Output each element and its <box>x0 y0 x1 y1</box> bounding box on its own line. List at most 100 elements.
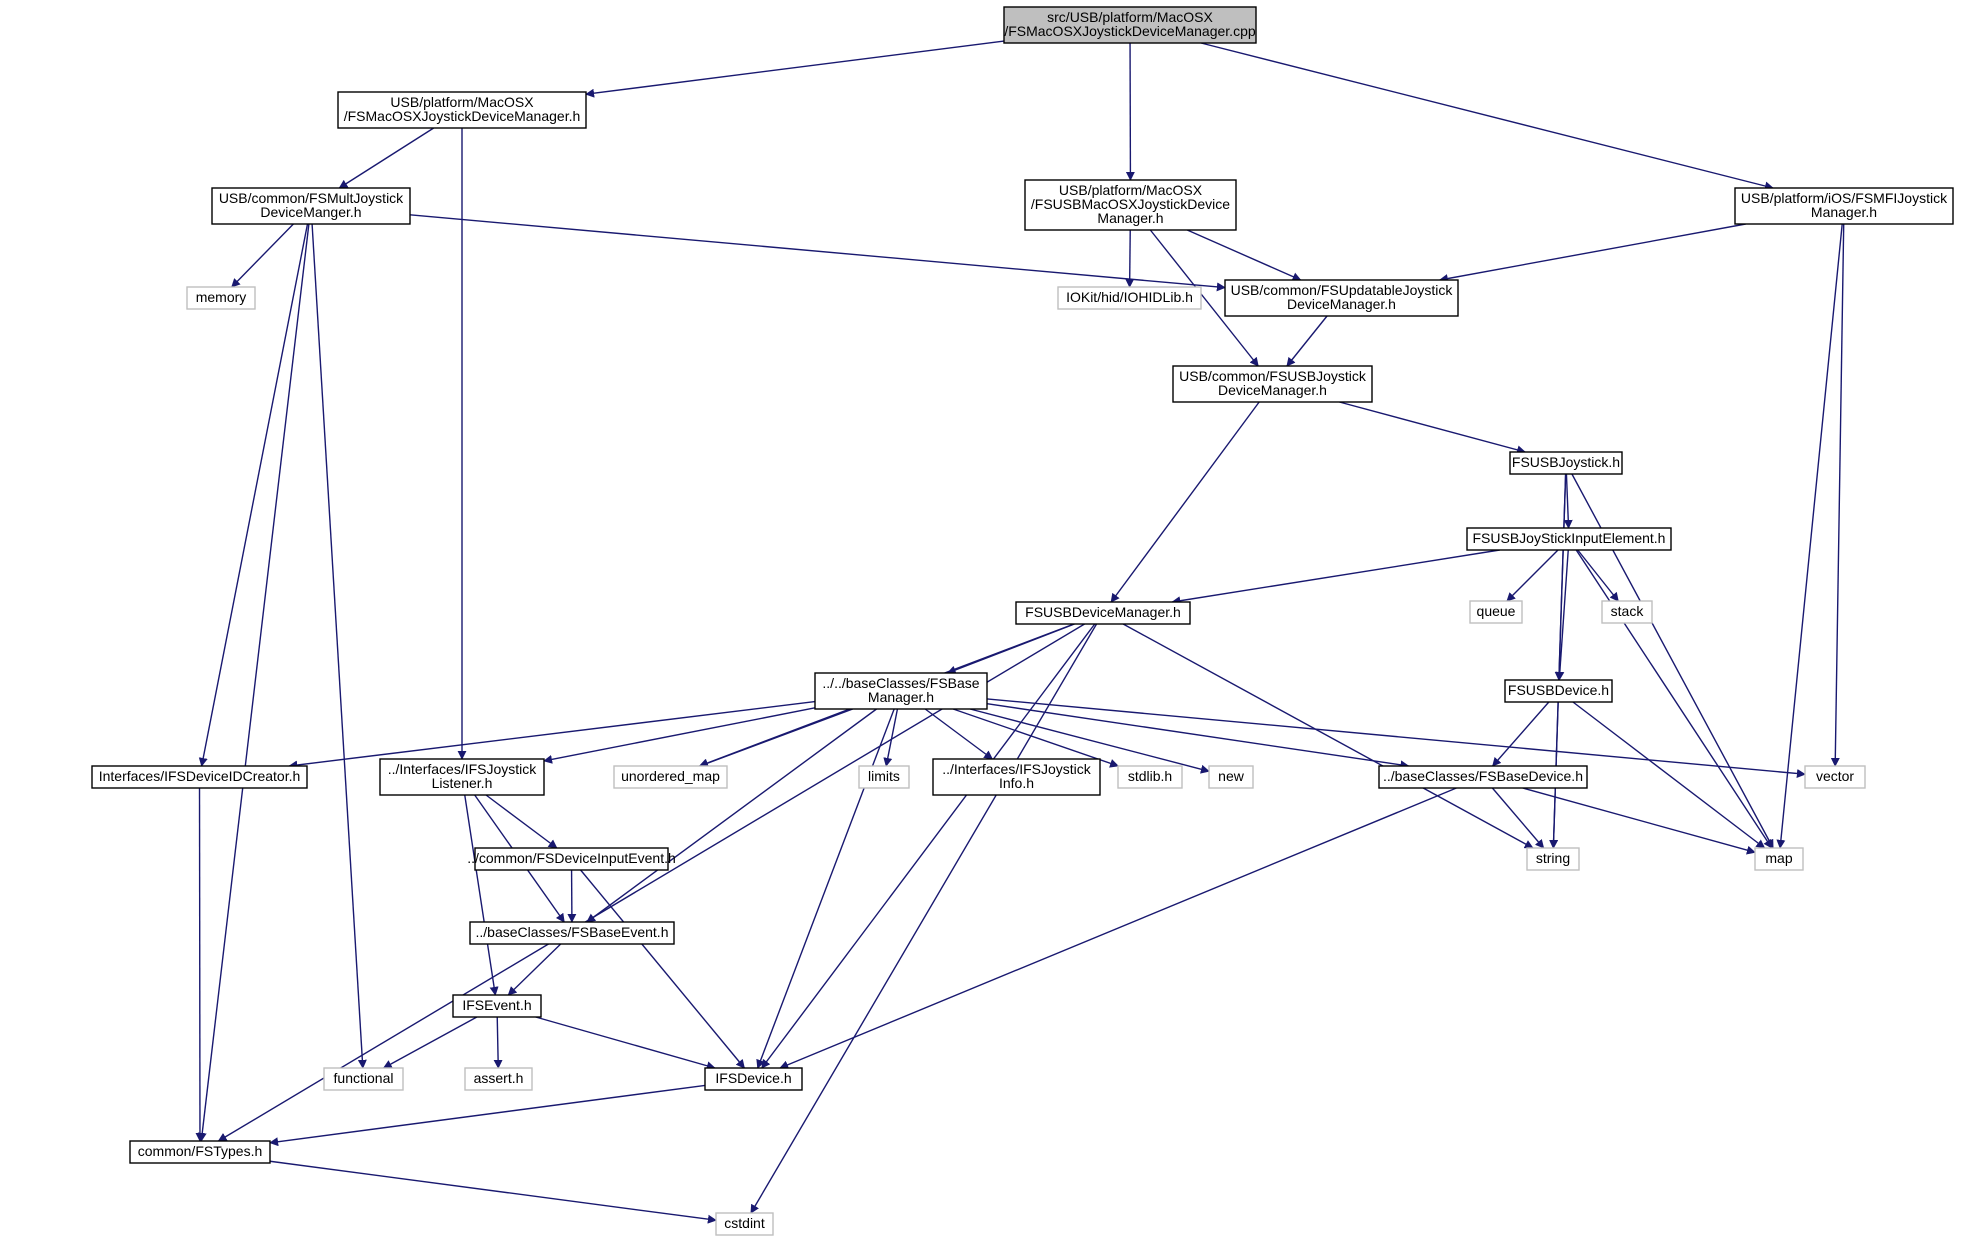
node-box <box>1003 6 1257 44</box>
node-label: ../baseClasses/FSBaseEvent.h <box>476 924 669 940</box>
node-ifs-event[interactable]: IFSEvent.h <box>452 994 542 1018</box>
node-input-element[interactable]: FSUSBJoyStickInputElement.h <box>1466 527 1672 551</box>
edge-macosx_mgr_h-to-mult_mgr <box>338 127 435 189</box>
node-label: limits <box>868 768 900 784</box>
node-box <box>1734 187 1954 225</box>
edge-usb_joystick-to-input_element <box>1563 473 1573 529</box>
node-limits: limits <box>858 765 910 789</box>
edge-input_event-to-ifs_device <box>580 869 745 1069</box>
node-box <box>1224 279 1459 317</box>
node-label: Manager.h <box>1097 210 1163 226</box>
node-box <box>814 672 988 710</box>
edge-ifs_event-to-ifs_device <box>535 1016 716 1071</box>
node-label: Listener.h <box>432 775 493 791</box>
node-label: Interfaces/IFSDeviceIDCreator.h <box>99 768 301 784</box>
edge-base_mgr-to-base_event <box>586 708 877 923</box>
node-label: FSUSBDevice.h <box>1508 682 1609 698</box>
edge-base_mgr-to-unordered_map <box>699 708 854 768</box>
node-vector: vector <box>1804 765 1866 789</box>
node-fs-types[interactable]: common/FSTypes.h <box>129 1140 271 1164</box>
node-id-creator[interactable]: Interfaces/IFSDeviceIDCreator.h <box>91 765 308 789</box>
node-label: USB/platform/iOS/FSMFIJoystick <box>1741 190 1948 206</box>
node-label: FSUSBJoystick.h <box>1512 454 1620 470</box>
edge-base_mgr-to-new <box>969 708 1210 774</box>
file-nodes: src/USB/platform/MacOSX/FSMacOSXJoystick… <box>91 6 1954 1236</box>
node-box <box>704 1067 803 1091</box>
edge-mult_mgr-to-memory <box>231 223 294 288</box>
node-box <box>1526 847 1580 871</box>
node-label: USB/common/FSMultJoystick <box>219 190 404 206</box>
edge-root-to-mfi_mgr <box>1200 42 1774 191</box>
node-box <box>474 847 669 871</box>
node-usb-device[interactable]: FSUSBDevice.h <box>1504 679 1613 703</box>
node-box <box>337 91 587 129</box>
edge-mult_mgr-to-fs_types <box>197 223 310 1142</box>
node-base-event[interactable]: ../baseClasses/FSBaseEvent.h <box>469 921 675 945</box>
node-assert: assert.h <box>464 1067 533 1091</box>
edge-mult_mgr-to-updatable <box>409 214 1226 292</box>
node-new: new <box>1208 765 1254 789</box>
edge-joy_listener-to-input_event <box>485 794 558 849</box>
node-box <box>1378 765 1588 789</box>
edge-usb_dev_mgr-to-cstdint <box>750 623 1098 1214</box>
node-stack: stack <box>1601 600 1653 624</box>
edge-joy_listener-to-ifs_event <box>464 794 499 996</box>
node-label: USB/common/FSUpdatableJoystick <box>1231 282 1454 298</box>
node-label: functional <box>334 1070 394 1086</box>
node-label: IFSEvent.h <box>462 997 531 1013</box>
node-box <box>1057 286 1202 310</box>
node-updatable[interactable]: USB/common/FSUpdatableJoystickDeviceMana… <box>1224 279 1459 317</box>
edge-input_element-to-usb_device <box>1555 549 1569 681</box>
node-box <box>613 765 728 789</box>
edge-usb_dev_mgr-to-fs_types <box>217 623 1085 1142</box>
node-label: unordered_map <box>621 768 720 784</box>
node-box <box>1601 600 1653 624</box>
node-box <box>323 1067 404 1091</box>
edge-base_mgr-to-limits <box>883 708 899 767</box>
node-label: USB/platform/MacOSX <box>1059 182 1203 198</box>
node-base-device[interactable]: ../baseClasses/FSBaseDevice.h <box>1378 765 1588 789</box>
node-box <box>379 758 545 796</box>
edge-usb_device-to-map <box>1572 701 1766 849</box>
node-root[interactable]: src/USB/platform/MacOSX/FSMacOSXJoystick… <box>1003 6 1257 44</box>
edge-input_element-to-usb_dev_mgr <box>1171 549 1500 606</box>
node-usb-joystick[interactable]: FSUSBJoystick.h <box>1509 451 1623 475</box>
edge-ifs_device-to-fs_types <box>269 1084 706 1147</box>
node-box <box>1466 527 1672 551</box>
edge-input_element-to-map <box>1575 549 1773 849</box>
node-ifs-device[interactable]: IFSDevice.h <box>704 1067 803 1091</box>
node-box <box>715 1212 774 1236</box>
node-usb-dev-mgr[interactable]: FSUSBDeviceManager.h <box>1015 601 1191 625</box>
edge-usb_joy_mgr-to-usb_dev_mgr <box>1110 401 1260 603</box>
node-usb-macosx-mgr[interactable]: USB/platform/MacOSX/FSUSBMacOSXJoystickD… <box>1024 179 1237 231</box>
node-functional: functional <box>323 1067 404 1091</box>
node-label: stdlib.h <box>1128 768 1172 784</box>
node-stdlib: stdlib.h <box>1117 765 1183 789</box>
edge-base_mgr-to-base_device <box>986 703 1410 770</box>
node-label: vector <box>1816 768 1854 784</box>
node-box <box>1117 765 1183 789</box>
node-label: assert.h <box>474 1070 524 1086</box>
edge-usb_joy_mgr-to-usb_joystick <box>1339 401 1527 455</box>
node-label: ../Interfaces/IFSJoystick <box>388 761 538 777</box>
node-label: string <box>1536 850 1570 866</box>
edge-usb_dev_mgr-to-ifs_device <box>761 623 1096 1069</box>
node-input-event[interactable]: ../common/FSDeviceInputEvent.h <box>467 847 676 871</box>
node-memory: memory <box>186 286 256 310</box>
node-label: USB/common/FSUSBJoystick <box>1179 368 1367 384</box>
node-box <box>129 1140 271 1164</box>
node-box <box>1208 765 1254 789</box>
node-macosx-mgr-h[interactable]: USB/platform/MacOSX/FSMacOSXJoystickDevi… <box>337 91 587 129</box>
node-label: ../Interfaces/IFSJoystick <box>942 761 1092 777</box>
node-box <box>464 1067 533 1091</box>
node-label: ../common/FSDeviceInputEvent.h <box>467 850 676 866</box>
node-label: ../../baseClasses/FSBase <box>822 675 979 691</box>
edge-fs_types-to-cstdint <box>269 1160 717 1224</box>
